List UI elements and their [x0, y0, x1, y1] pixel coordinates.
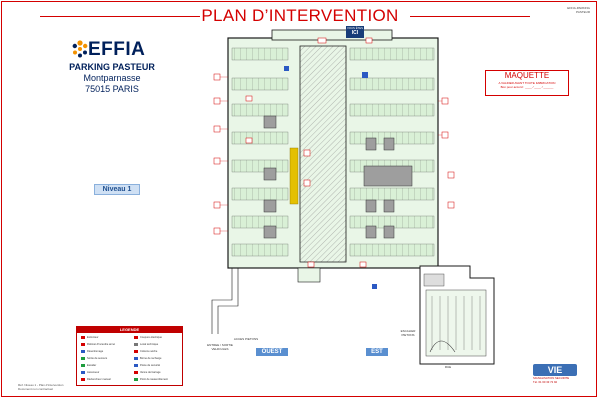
west-exit-corridor	[211, 268, 239, 334]
elevator-icon	[362, 72, 368, 78]
legend-item: Escalier	[87, 364, 97, 367]
vie-line: Tél. 01 60 33 72 92	[533, 379, 558, 384]
legend-swatch-icon	[134, 350, 138, 353]
elevator-icon	[284, 66, 289, 71]
brand-name: EFFIA	[88, 39, 146, 60]
pillars	[263, 115, 413, 239]
legend-item: Point de rassemblement	[140, 378, 168, 381]
header-ref-line: EFFIA-PARKING	[567, 6, 590, 10]
yellow-zone	[289, 147, 299, 205]
you-are-here-label: ICI	[351, 30, 359, 36]
legend-swatch-icon	[134, 378, 138, 381]
legend-item: Extincteur	[87, 336, 99, 339]
west-label: OUEST	[256, 348, 288, 356]
title-rule-left	[40, 16, 200, 17]
entry-label: ACCES PIETONS	[233, 337, 259, 341]
legend-item: Désenfumage	[87, 350, 104, 353]
vie-contact: SIGNALISATION SECURITE Tél. 01 60 33 72 …	[533, 376, 589, 384]
legend-swatch-icon	[134, 336, 138, 339]
elevator-icon	[372, 284, 377, 289]
vie-line: SIGNALISATION SECURITE	[533, 376, 570, 380]
vie-logo: VIE	[533, 364, 577, 376]
entry-label: ENTREE / SORTIE VEHICULES	[207, 343, 233, 351]
legend-swatch-icon	[134, 357, 138, 360]
entry-label: ESCALIER PIETONS	[400, 329, 416, 337]
effia-logo-icon	[72, 40, 88, 58]
top-corridor	[271, 29, 393, 41]
legend-swatch-icon	[81, 357, 85, 360]
legend-item: Colonne sèche	[140, 350, 158, 353]
annex-building	[419, 265, 495, 365]
legend-swatch-icon	[81, 336, 85, 339]
entry-label: RUE	[444, 365, 452, 369]
legend-item: Borne de recharge	[140, 357, 162, 360]
safety-markers	[213, 37, 455, 268]
header-ref-line: PASTEUR	[576, 10, 590, 14]
level-badge: Niveau 1	[94, 184, 140, 195]
you-are-here-line: VOUS ÊTES	[346, 26, 363, 30]
footer-line: Document non contractuel	[18, 386, 54, 391]
maquette-box: MAQUETTE A VALIDER AVANT TOUTE FABRICATI…	[485, 70, 569, 96]
you-are-here-marker: VOUS ÊTES ICI	[346, 26, 364, 38]
legend-item: Local technique	[140, 343, 159, 346]
marker-leaders	[220, 76, 442, 232]
legend-swatch-icon	[81, 350, 85, 353]
stall-rows-east	[349, 47, 435, 257]
legend-item: Robinet d'incendie armé	[87, 343, 115, 346]
legend-item: Coupure électrique	[140, 336, 162, 339]
legend-swatch-icon	[81, 371, 85, 374]
maquette-line: Bon pour accord : ____ / ____ / ______	[500, 85, 554, 89]
parking-name: PARKING PASTEUR	[69, 62, 155, 72]
parking-city: 75015 PARIS	[85, 84, 139, 94]
legend-swatch-icon	[134, 364, 138, 367]
legend-swatch-icon	[134, 343, 138, 346]
maquette-title: MAQUETTE	[504, 71, 550, 80]
legend-item: Poste de sécurité	[140, 364, 161, 367]
footer-line: Réf. Niveau 1 - Plan d'intervention	[18, 383, 64, 387]
page-title: PLAN D’INTERVENTION	[201, 6, 399, 25]
east-label: EST	[366, 348, 388, 356]
legend-swatch-icon	[81, 343, 85, 346]
legend-swatch-icon	[81, 378, 85, 381]
legend-title: LEGENDE	[77, 327, 182, 333]
legend-item: Déclencheur manuel	[87, 378, 111, 381]
stair-block	[297, 267, 321, 283]
legend-item: Sortie de secours	[87, 357, 108, 360]
parking-area: Montparnasse	[83, 73, 141, 83]
legend-item: Vanne de barrage	[140, 371, 161, 374]
header-reference: EFFIA-PARKING PASTEUR	[567, 6, 590, 14]
central-ramp	[299, 45, 347, 263]
legend-item: Ascenseur	[87, 371, 100, 374]
footer-note: Réf. Niveau 1 - Plan d'intervention Docu…	[18, 383, 64, 391]
maquette-line: A VALIDER AVANT TOUTE FABRICATION	[498, 81, 556, 85]
legend-swatch-icon	[134, 371, 138, 374]
legend-swatch-icon	[81, 364, 85, 367]
title-rule-right	[410, 16, 530, 17]
